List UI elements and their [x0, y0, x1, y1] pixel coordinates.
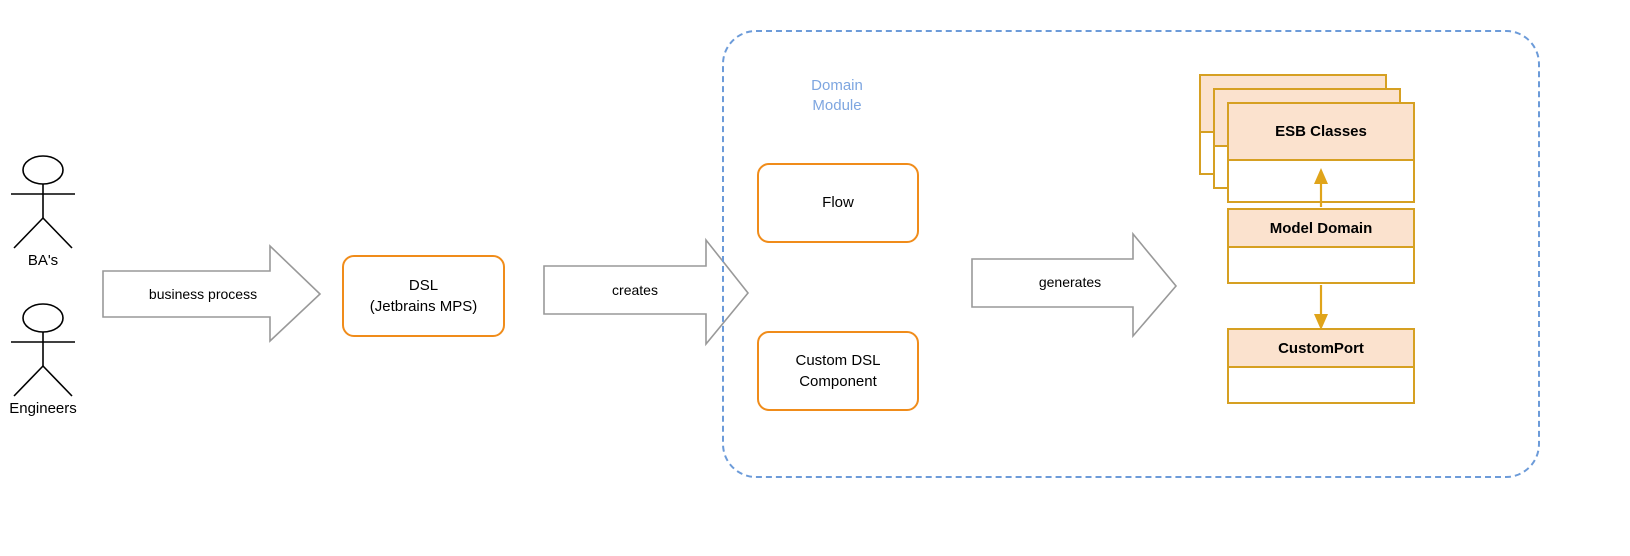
flow-box[interactable]: Flow [757, 163, 919, 243]
generates-arrow-label: generates [1038, 274, 1102, 290]
custom-port-header: CustomPort [1229, 330, 1413, 368]
esb-classes-label: ESB Classes [1275, 123, 1367, 140]
flow-box-label: Flow [822, 194, 854, 212]
actor-bas-label: BA's [27, 252, 59, 269]
business-process-arrow-label: business process [148, 286, 258, 302]
custom-dsl-component-box[interactable]: Custom DSL Component [757, 331, 919, 411]
actor-bas: BA's [5, 152, 81, 272]
dsl-box-line1: DSL [408, 276, 439, 294]
creates-arrow-label: creates [612, 282, 658, 298]
esb-classes-box[interactable]: ESB Classes [1227, 102, 1415, 203]
custom-port-body [1229, 368, 1413, 402]
dsl-box[interactable]: DSL (Jetbrains MPS) [342, 255, 505, 337]
actor-engineers: Engineers [5, 300, 81, 420]
custom-port-label: CustomPort [1278, 339, 1364, 357]
model-domain-body [1229, 248, 1413, 282]
model-domain-box[interactable]: Model Domain [1227, 208, 1415, 284]
stick-figure-icon [11, 303, 75, 397]
esb-classes-body [1229, 161, 1413, 201]
actor-engineers-label: Engineers [9, 400, 77, 417]
domain-module-title: Domain Module [811, 77, 863, 115]
custom-port-box[interactable]: CustomPort [1227, 328, 1415, 404]
stick-figure-icon [11, 155, 75, 249]
model-domain-label: Model Domain [1269, 219, 1373, 237]
esb-classes-header: ESB Classes [1229, 104, 1413, 161]
custom-dsl-component-label: Custom DSL Component [795, 351, 881, 390]
model-domain-header: Model Domain [1229, 210, 1413, 248]
dsl-box-line2: (Jetbrains MPS) [369, 298, 478, 315]
domain-module-container [722, 30, 1540, 478]
